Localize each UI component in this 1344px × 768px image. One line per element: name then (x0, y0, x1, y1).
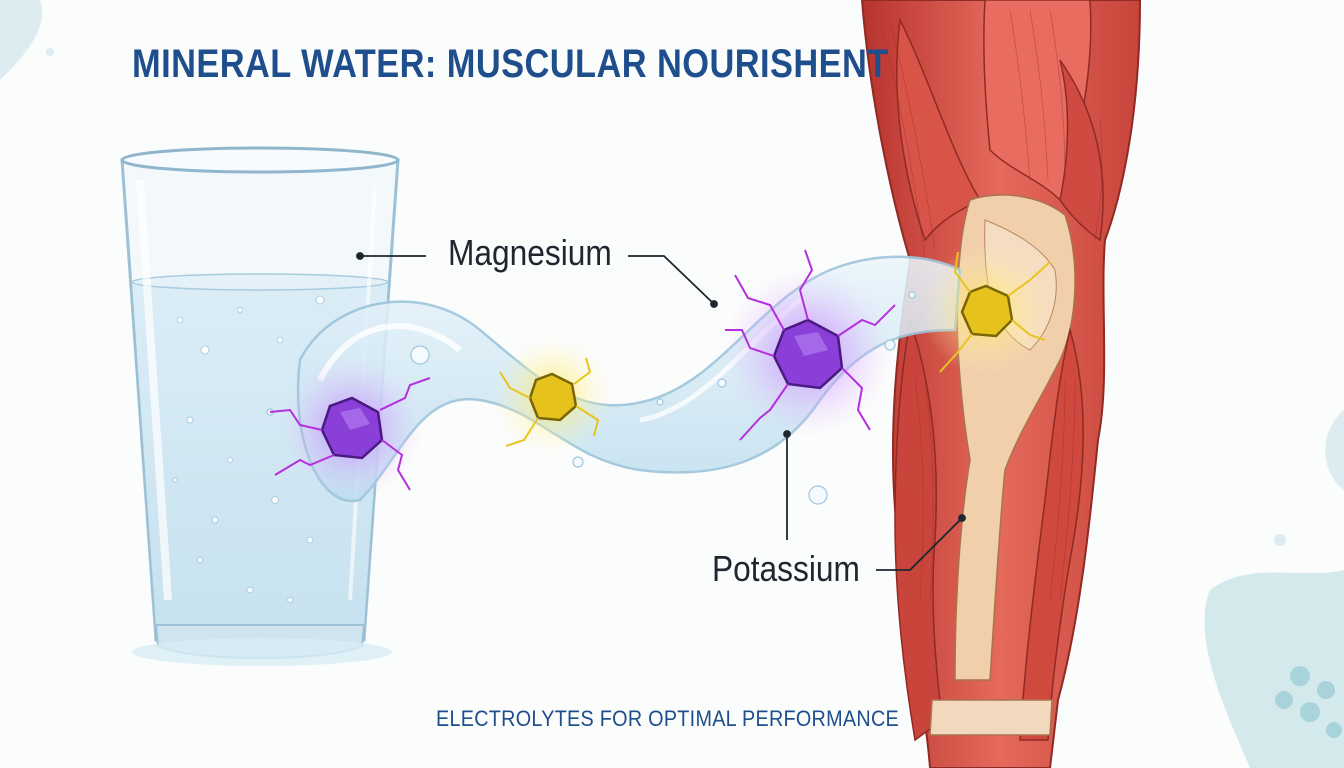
potassium-label: Potassium (712, 548, 860, 589)
magnesium-ion (269, 358, 431, 498)
magnesium-ion (723, 249, 896, 441)
water-glass (120, 146, 400, 666)
page-title: MINERAL WATER: MUSCULAR NOURISHENT (132, 42, 889, 86)
leg-muscle (860, 0, 1142, 768)
leader-lines (356, 252, 966, 571)
potassium-ion (492, 336, 612, 456)
potassium-ion (921, 245, 1051, 375)
magnesium-label: Magnesium (448, 232, 612, 273)
footer-caption: ELECTROLYTES FOR OPTIMAL PERFORMANCE (436, 706, 899, 731)
